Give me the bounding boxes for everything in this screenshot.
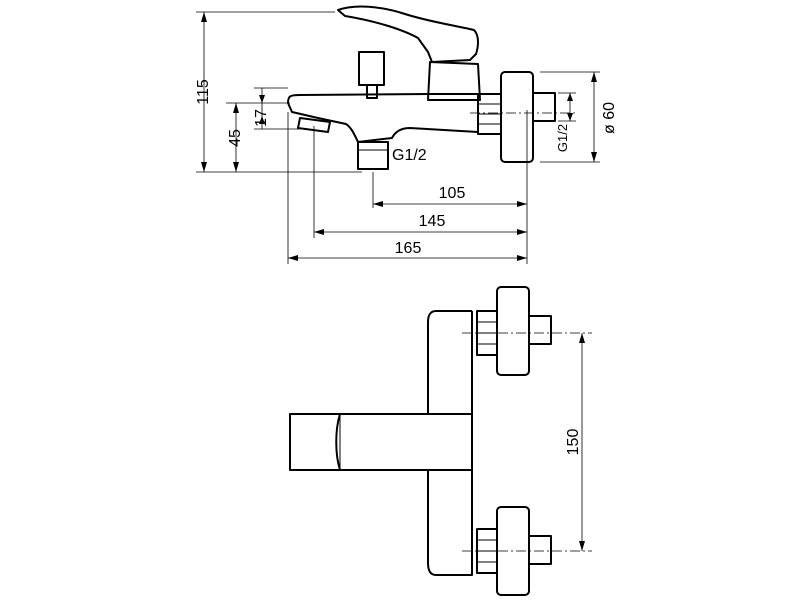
dim-centers: 150 [565,429,582,456]
spout-aerator [297,117,331,133]
lever-handle [337,5,479,63]
wall-flange [500,71,534,163]
dim-length-105: 105 [439,185,466,202]
lower-inlet-pipe [528,535,552,565]
dim-height-total: 115 [195,79,212,105]
dim-thread-outlet: G1/2 [392,147,427,164]
spout-body [287,93,479,143]
upper-inlet-pipe [528,315,552,345]
mixer-body [427,310,473,576]
diverter-knob [358,51,385,86]
inlet-pipe [532,92,556,122]
diverter-stem [366,84,378,99]
horizontal-body [289,413,473,471]
dim-height-outlet: 45 [227,129,244,147]
dim-length-165: 165 [395,240,422,257]
dim-length-145: 145 [419,213,446,230]
dim-height-spout: 17 [253,109,270,127]
dim-thread-inlet: G1/2 [555,124,570,152]
upper-flange [496,286,530,376]
front-view: 150 [289,286,592,596]
cartridge-body [427,61,481,101]
outlet-connector [357,141,389,170]
side-view: 115 45 17 G1/2 105 145 165 G1/2 [195,5,618,264]
dim-diameter-flange: ø 60 [601,102,618,134]
